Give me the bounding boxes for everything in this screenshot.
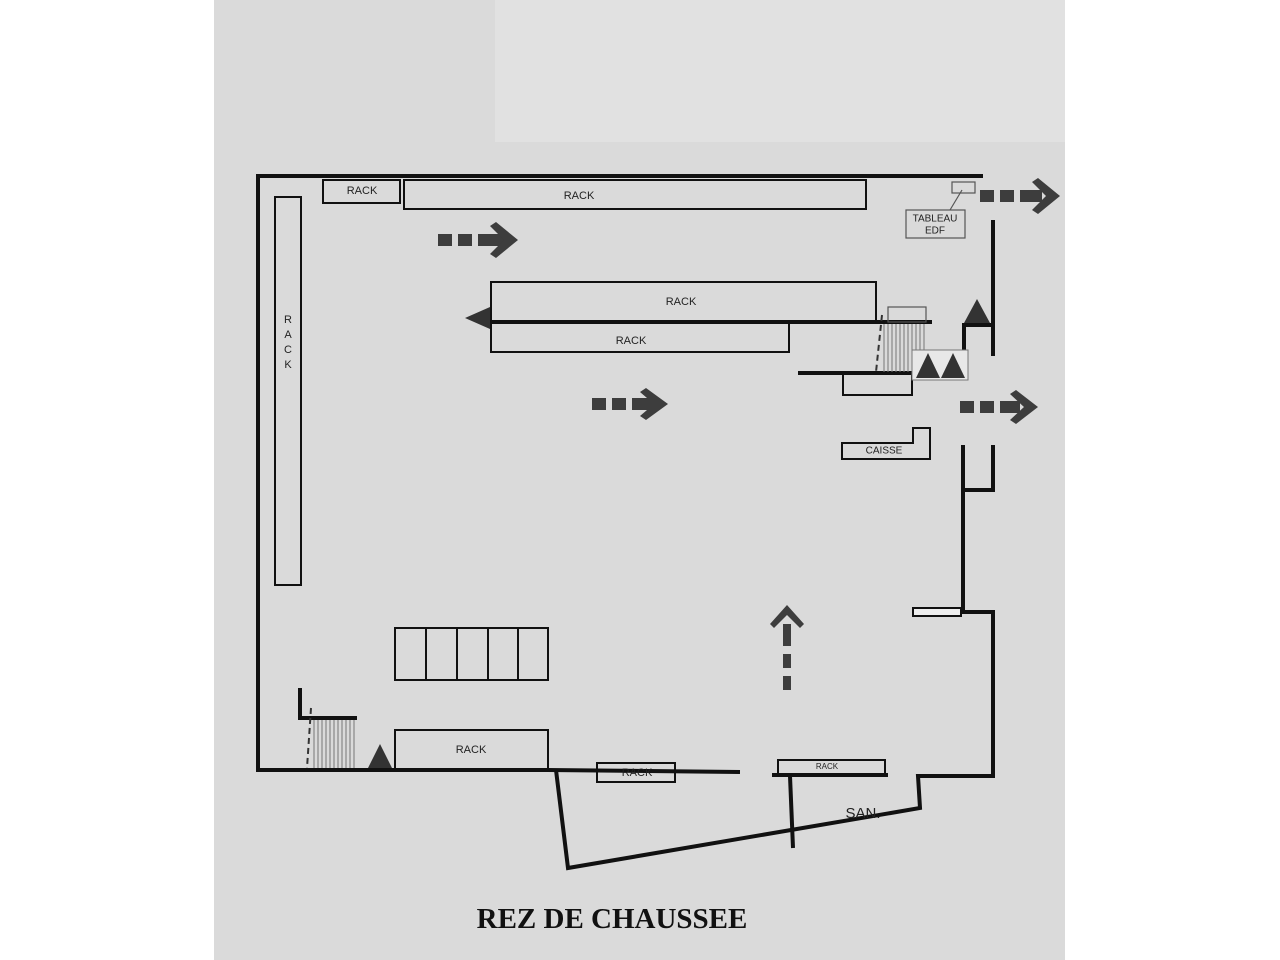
exit-arrow-up-icon [770,605,804,690]
stairs-lower-left [306,707,355,769]
svg-text:TABLEAU: TABLEAU [913,214,958,225]
counter-box [842,372,913,396]
svg-text:RACK: RACK [564,190,595,202]
svg-text:RACK: RACK [456,744,487,756]
exit-arrow-icon [592,388,668,420]
rack-top-small: RACK [322,179,401,204]
svg-text:RACK: RACK [816,762,839,771]
stairs-upper [875,306,927,373]
arrow-left-icon [465,307,490,329]
wall-stair-right [962,323,993,356]
exit-arrow-icon [960,390,1038,424]
svg-text:RACK: RACK [666,296,697,308]
storage-cells [394,627,549,681]
san-label: SAN. [845,805,880,822]
svg-text:RACK: RACK [616,335,647,347]
svg-text:CAISSE: CAISSE [866,446,903,457]
walls [256,174,995,871]
caisse-counter: CAISSE [841,427,931,460]
rack-middle-upper: RACK [490,281,877,323]
fire-extinguisher-icon [964,299,990,323]
svg-text:EDF: EDF [925,226,945,237]
door-frame [912,607,962,617]
rack-bottom-wall: RACK [596,762,676,783]
tableau-edf: TABLEAU EDF [905,181,976,239]
fire-extinguisher-icon [368,744,392,768]
exit-arrow-icon [980,178,1060,214]
paper-background [214,0,1065,960]
plan-title: REZ DE CHAUSSEE [477,903,748,935]
wall-bottom-middle [547,768,741,774]
wall-stair-bottom-left [298,688,357,720]
rack-left-vertical-label: RACK [282,314,294,374]
exit-arrow-icon [438,222,518,258]
rack-top-long: RACK [403,179,867,210]
paper-patch [495,0,1065,142]
svg-text:RACK: RACK [622,767,653,779]
rack-left-vertical: RACK [274,196,302,586]
fire-extinguisher-icon [916,353,940,378]
wall-outer-left-top [256,174,983,772]
rack-bottom-left: RACK [394,729,549,771]
wall-san-divider [788,775,795,849]
rack-bottom-small: RACK [777,759,886,775]
svg-text:RACK: RACK [347,185,378,197]
fire-extinguisher-icon [941,353,965,378]
rack-middle-lower: RACK [490,321,790,353]
wall-annex-right [554,445,995,871]
